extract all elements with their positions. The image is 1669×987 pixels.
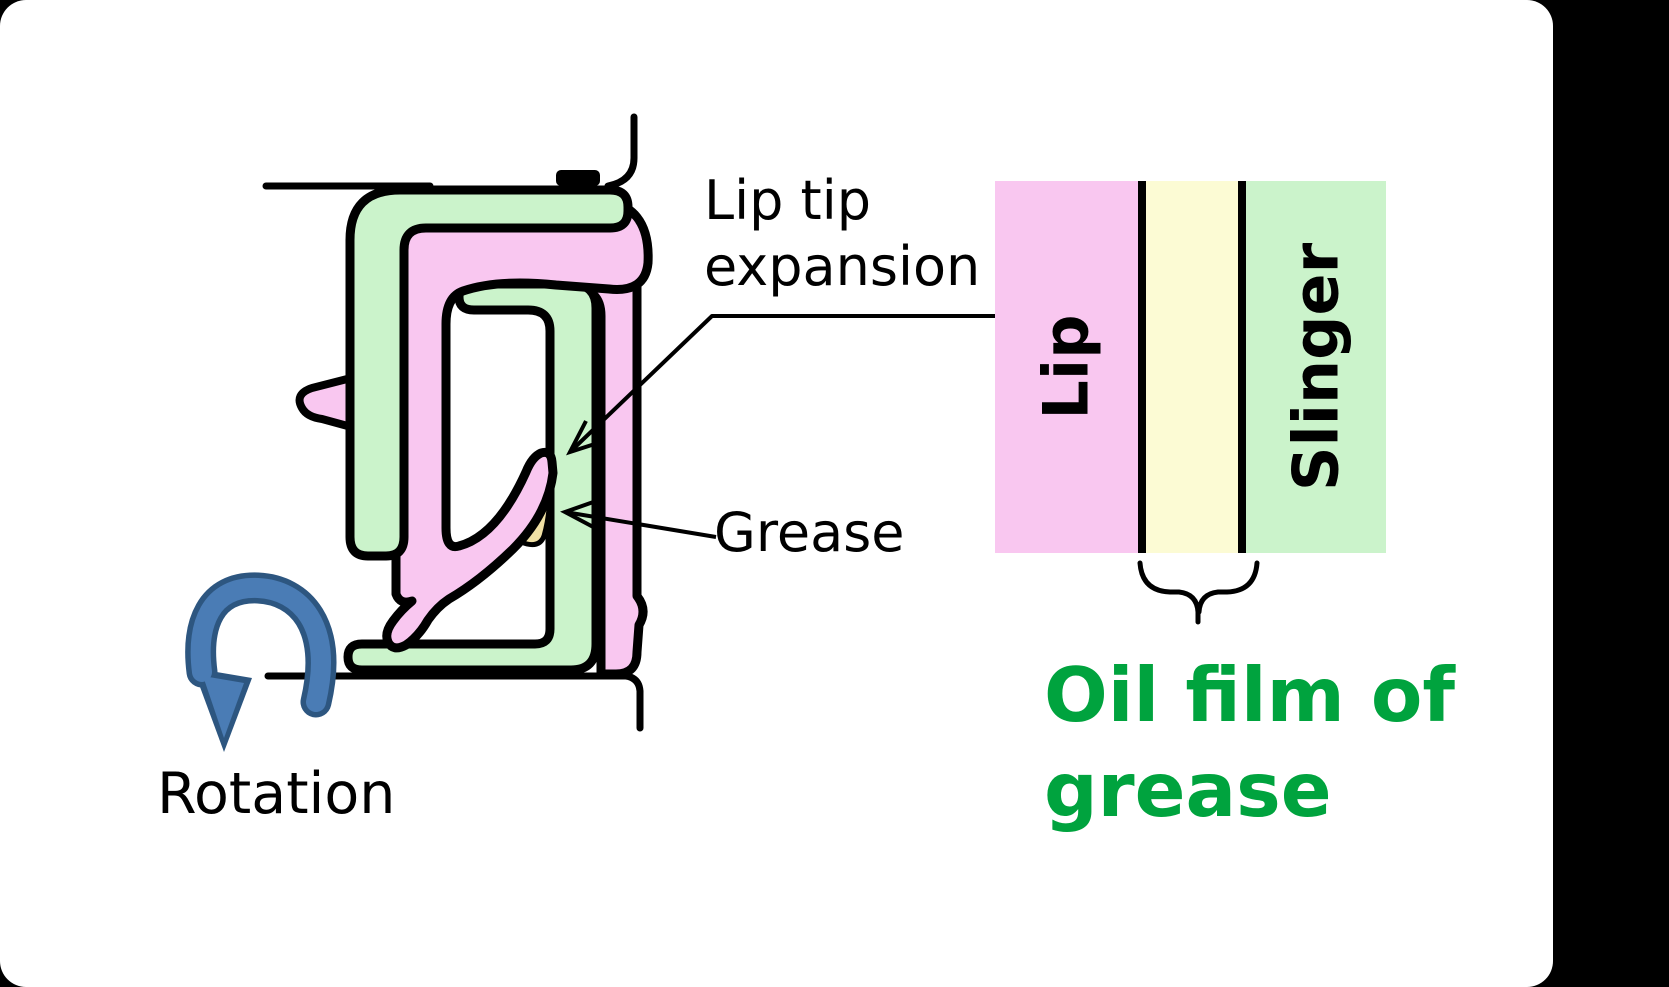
panel-lip-rect	[995, 181, 1138, 553]
case-top-notch	[556, 170, 600, 186]
grease-label: Grease	[714, 501, 905, 564]
lip-tip-arrowhead-icon	[565, 420, 602, 456]
rotation-arrow-icon	[190, 577, 331, 712]
case-mount-bump	[295, 373, 359, 432]
panel-boundary-left	[1138, 181, 1146, 553]
seal-diagram-svg: Lip Slinger	[185, 113, 1386, 752]
rotation-arrowhead	[203, 676, 244, 738]
oil-film-label: Oil film of grease	[1044, 651, 1455, 834]
panel-oil-film-rect	[1146, 181, 1238, 553]
panel-slinger-rect	[1246, 181, 1386, 553]
oil-film-brace	[1137, 560, 1260, 625]
lip-tip-expansion-label: Lip tip expansion	[704, 169, 981, 298]
grease-arrowhead-icon	[560, 498, 600, 531]
panel-slinger-label: Slinger	[1280, 242, 1353, 491]
panel-lip-label: Lip	[1030, 314, 1103, 419]
diagram-stage: Lip Slinger Lip tip expansion Grease Rot…	[157, 113, 1455, 834]
seal-rubber-lip	[382, 195, 653, 653]
slinger-metal	[343, 279, 601, 675]
seal-case-metal	[345, 185, 633, 561]
rotation-label: Rotation	[157, 761, 396, 827]
lip-tip-leader-line	[568, 314, 997, 454]
housing-edge-line	[604, 113, 638, 190]
panel-boundary-right	[1238, 181, 1246, 553]
shaft-line	[264, 672, 644, 732]
grease-leader-line	[564, 510, 717, 539]
